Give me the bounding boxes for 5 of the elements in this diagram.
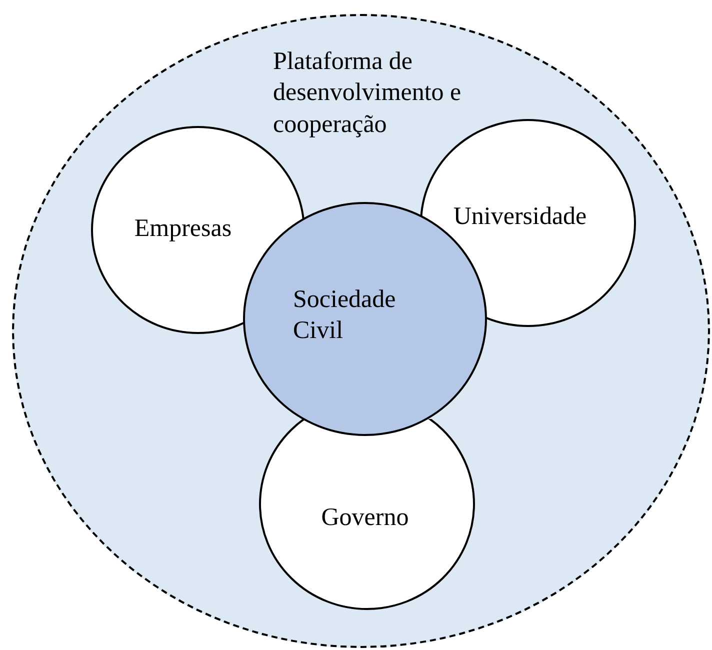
node-label: Governo (320, 503, 410, 533)
node-label: Empresas (133, 214, 233, 244)
node-label: Universidade (452, 202, 588, 232)
node-label: Sociedade Civil (293, 285, 397, 346)
node-label: Plataforma de desenvolvimento e cooperação (273, 47, 462, 140)
